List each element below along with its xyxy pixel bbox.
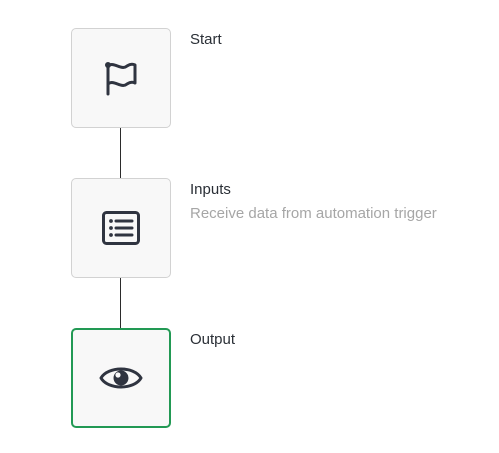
eye-icon — [99, 367, 143, 389]
step-title: Output — [190, 331, 236, 348]
workflow-step-inputs: Inputs Receive data from automation trig… — [71, 178, 437, 278]
step-node-output[interactable] — [71, 328, 171, 428]
step-label: Start — [190, 31, 222, 49]
step-label: Output — [190, 331, 235, 349]
step-label: Inputs Receive data from automation trig… — [190, 181, 437, 223]
step-description: Receive data from automation trigger — [190, 205, 437, 222]
connector-line — [120, 277, 121, 328]
step-title: Start — [190, 31, 222, 48]
step-node-start[interactable] — [71, 28, 171, 128]
step-title: Inputs — [190, 181, 231, 198]
workflow-step-start: Start — [71, 28, 271, 128]
connector-line — [120, 127, 121, 178]
step-node-inputs[interactable] — [71, 178, 171, 278]
list-icon — [102, 211, 140, 245]
flag-icon — [105, 62, 137, 96]
workflow-step-output: Output — [71, 328, 271, 428]
